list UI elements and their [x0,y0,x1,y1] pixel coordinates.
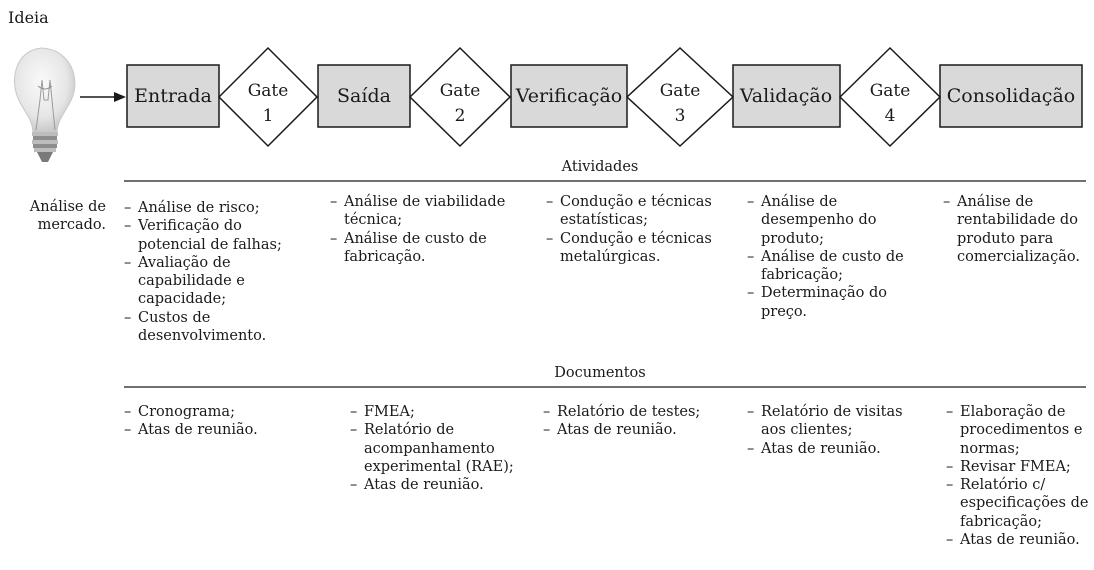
stage-label: Saída [337,85,391,107]
list-item: Atas de reunião. [747,440,922,459]
list-item: FMEA; [350,403,530,422]
idea-activity-text: Análise de mercado. [29,199,106,234]
gate-number: 3 [675,106,686,126]
gate-label: Gate [660,81,701,101]
stage-box-saida: Saída [317,64,411,128]
documents-column-validacao: Relatório de visitas aos clientes; Atas … [747,403,922,458]
gate-label: Gate [440,81,481,101]
list-item: Relatório de testes; [543,403,703,422]
list-item: Verificação do potencial de falhas; [124,217,294,254]
activities-column-validacao: Análise de desempenho do produto; Anális… [747,193,905,321]
list-item: Análise de custo de fabricação. [330,230,515,267]
list-item: Atas de reunião. [946,531,1092,550]
gate-diamond-2: Gate 2 [408,46,512,148]
stage-label: Verificação [515,85,622,107]
list-item: Análise de viabilidade técnica; [330,193,515,230]
list-item: Análise de rentabilidade do produto para… [943,193,1089,266]
list-item: Relatório de acompanhamento experimental… [350,421,530,476]
list-item: Atas de reunião. [543,421,703,440]
documents-heading: Documentos [554,365,646,381]
list-item: Revisar FMEA; [946,458,1092,477]
stage-label: Entrada [134,85,212,107]
idea-activity: Análise de mercado. [0,198,106,235]
documents-column-saida: FMEA; Relatório de acompanhamento experi… [350,403,530,495]
gate-diamond-1: Gate 1 [217,46,319,148]
list-item: Relatório c/ especificações de fabricaçã… [946,476,1092,531]
arrow-head [114,92,126,102]
list-item: Análise de desempenho do produto; [747,193,905,248]
light-bulb-icon [14,47,76,162]
list-item: Atas de reunião. [350,476,530,495]
list-item: Custos de desenvolvimento. [124,309,294,346]
list-item: Condução e técnicas metalúrgicas. [546,230,726,267]
gate-label: Gate [248,81,289,101]
idea-title: Ideia [8,8,49,27]
gate-label: Gate [870,81,911,101]
stage-label: Consolidação [947,85,1075,107]
list-item: Análise de custo de fabricação; [747,248,905,285]
stage-box-validacao: Validação [732,64,841,128]
stage-box-entrada: Entrada [126,64,220,128]
activities-column-verificacao: Condução e técnicas estatísticas; Conduç… [546,193,726,266]
activities-heading: Atividades [561,159,639,175]
list-item: Relatório de visitas aos clientes; [747,403,922,440]
list-item: Cronograma; [124,403,314,422]
activities-column-entrada: Análise de risco; Verificação do potenci… [124,199,294,345]
documents-column-verificacao: Relatório de testes; Atas de reunião. [543,403,703,440]
list-item: Análise de risco; [124,199,294,218]
documents-column-consolidacao: Elaboração de procedimentos e normas; Re… [946,403,1092,550]
list-item: Avaliação de capabilidade e capacidade; [124,254,294,309]
stage-box-verificacao: Verificação [510,64,628,128]
list-item: Condução e técnicas estatísticas; [546,193,726,230]
gate-diamond-3: Gate 3 [625,46,735,148]
gate-number: 4 [885,106,896,126]
documents-column-entrada: Cronograma; Atas de reunião. [124,403,314,440]
stage-label: Validação [739,85,832,107]
activities-column-saida: Análise de viabilidade técnica; Análise … [330,193,515,266]
gate-diamond-4: Gate 4 [838,46,942,148]
list-item: Elaboração de procedimentos e normas; [946,403,1092,458]
activities-column-consolidacao: Análise de rentabilidade do produto para… [943,193,1089,266]
gate-number: 1 [263,106,274,126]
list-item: Determinação do preço. [747,284,905,321]
list-item: Atas de reunião. [124,421,314,440]
stage-box-consolidacao: Consolidação [939,64,1083,128]
gate-number: 2 [455,106,466,126]
